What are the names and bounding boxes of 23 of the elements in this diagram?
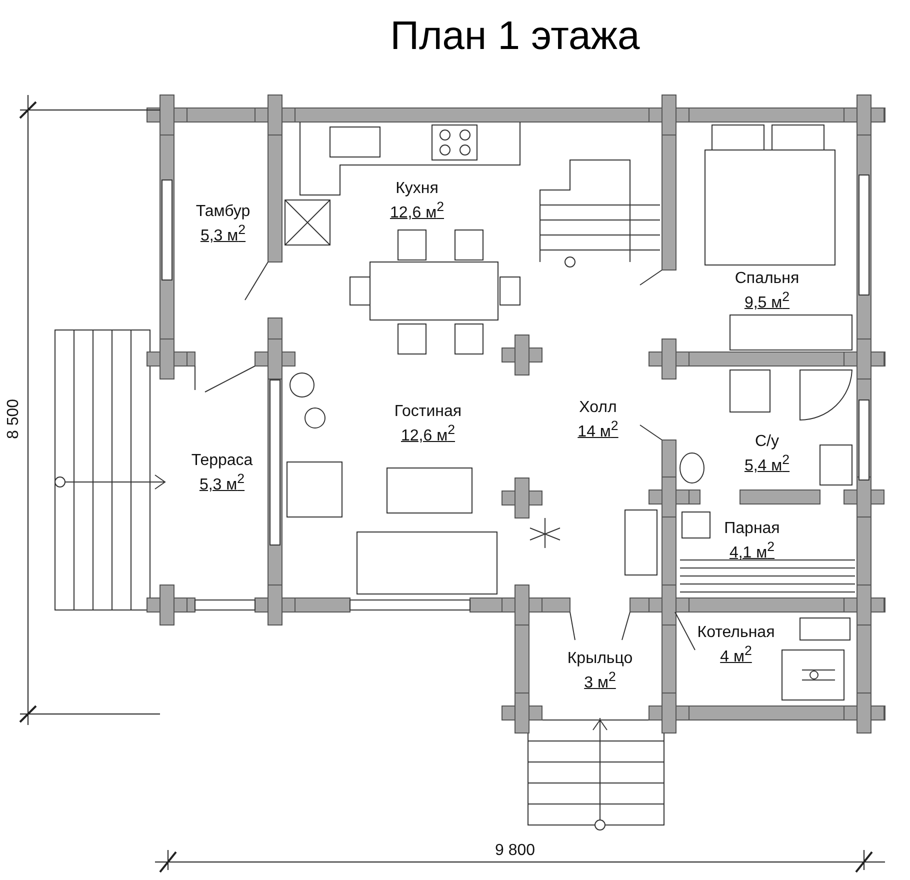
room-area: 12,6 м$^{2}$ (401, 421, 455, 446)
room-name: Тамбур (196, 203, 250, 221)
plan-title: План 1 этажа (390, 14, 640, 59)
room-area: 12,6 м$^{2}$ (390, 198, 444, 222)
room-area: 3 м$^{2}$ (584, 668, 616, 692)
room-area: 5,3 м$^{2}$ (200, 221, 246, 246)
room-area: 5,3 м$^{2}$ (199, 470, 245, 494)
room-name: Кухня (396, 180, 438, 198)
room-area: 4 м$^{2}$ (720, 642, 752, 666)
room-name: Парная (724, 520, 780, 538)
room-name: Котельная (697, 624, 775, 642)
dimension-value: 8 500 (5, 398, 23, 440)
room-name: Спальня (734, 270, 800, 288)
room-area: 9,5 м$^{2}$ (744, 288, 790, 312)
room-name: С/у (755, 433, 779, 451)
room-name: Терраса (191, 452, 253, 470)
room-name: Крыльцо (567, 650, 633, 668)
room-area: 4,1 м$^{2}$ (729, 538, 775, 562)
dimension-value: 9 800 (494, 842, 536, 860)
room-area: 14 м$^{2}$ (578, 417, 618, 442)
room-name: Холл (579, 399, 617, 417)
room-area: 5,4 м$^{2}$ (744, 451, 790, 476)
room-name: Гостиная (394, 403, 462, 421)
